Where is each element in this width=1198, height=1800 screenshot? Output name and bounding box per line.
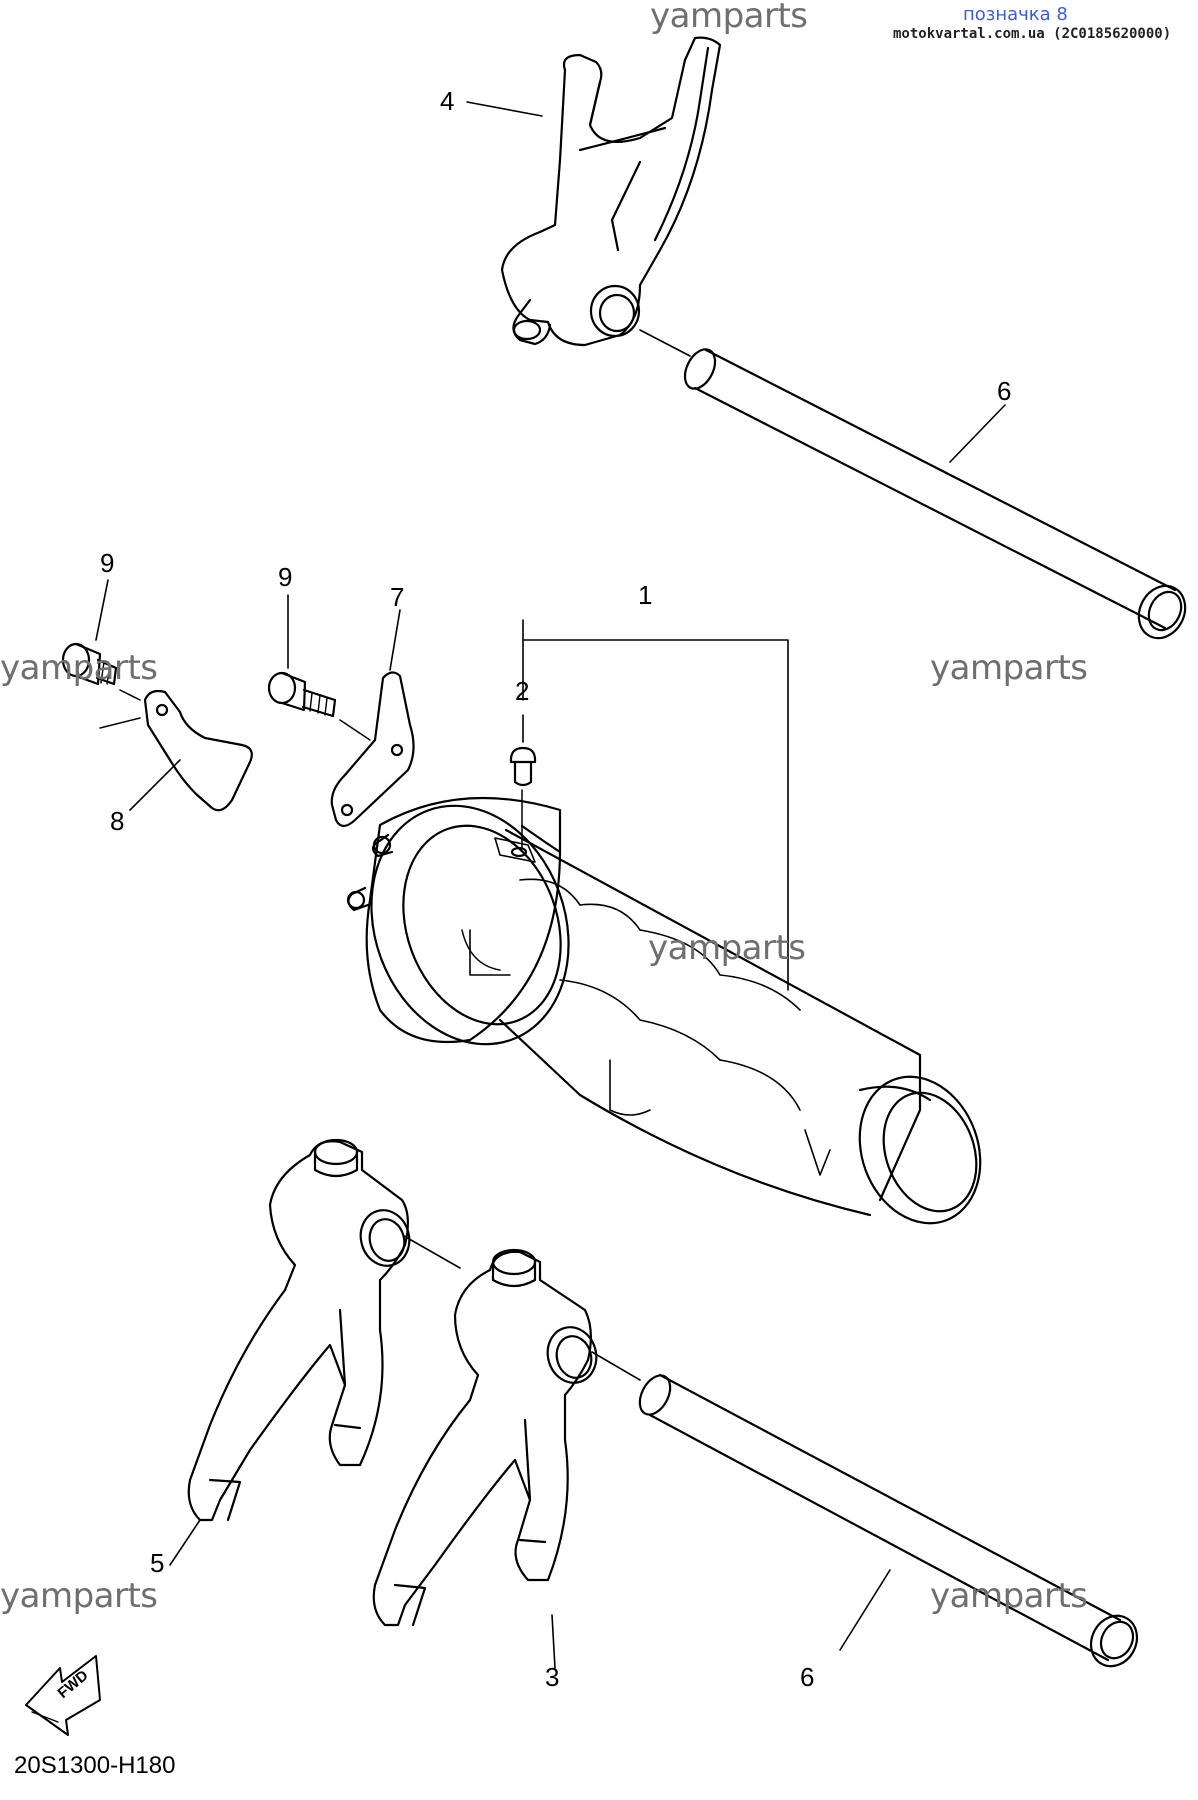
watermark-bottom-left: yamparts: [0, 1576, 158, 1616]
drum-pin-2: [509, 746, 537, 849]
watermark-center: yamparts: [648, 928, 806, 968]
callout-9-left: 9: [100, 548, 115, 578]
site-code: motokvartal.com.ua (2C0185620000): [893, 26, 1172, 42]
callout-1: 1: [638, 580, 653, 610]
shift-fork-shaft-6-lower: [638, 1373, 1139, 1668]
callout-6-lower: 6: [800, 1662, 815, 1692]
shift-fork-4: [500, 36, 722, 347]
shift-drum-1: [346, 796, 982, 1225]
callout-4: 4: [440, 86, 455, 116]
watermark-bottom-right: yamparts: [930, 1576, 1088, 1616]
callout-5: 5: [150, 1548, 165, 1578]
leader-lines: [95, 101, 1006, 1669]
shift-fork-3: [372, 1248, 598, 1627]
fwd-arrow-icon: [25, 1655, 101, 1736]
shift-fork-shaft-6-upper: [639, 329, 1187, 640]
fork-link-line: [403, 1235, 461, 1269]
watermark-left: yamparts: [0, 648, 158, 688]
diagram-code: 20S1300-H180: [14, 1752, 176, 1779]
fork-to-shaft-line: [591, 1351, 641, 1381]
bolt-9-middle: [267, 671, 337, 718]
segment-plate-7: [330, 671, 415, 828]
callout-8: 8: [110, 806, 125, 836]
callout-7: 7: [390, 582, 405, 612]
callout-3: 3: [545, 1662, 560, 1692]
callout-2: 2: [515, 676, 530, 706]
callout-9-middle: 9: [278, 562, 293, 592]
mark-label: позначка 8: [963, 4, 1068, 25]
stopper-lever-8: [99, 689, 253, 812]
watermark-top: yamparts: [650, 0, 808, 36]
shift-fork-5: [187, 1138, 411, 1522]
watermark-right: yamparts: [930, 648, 1088, 688]
bolt-9-left: [61, 642, 118, 686]
callout-6-upper: 6: [997, 376, 1012, 406]
